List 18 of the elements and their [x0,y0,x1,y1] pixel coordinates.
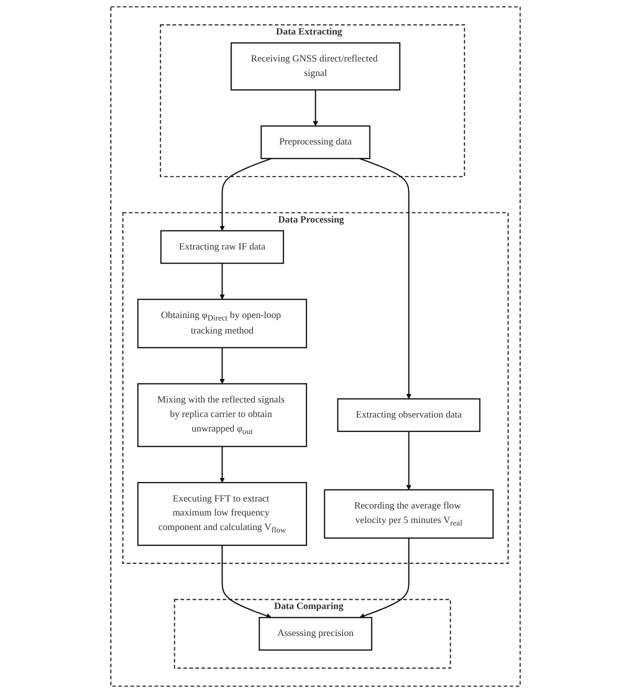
node-box: Executing FFT to extract maximum low frequency component and calculating V$_{flow}$ [136,482,307,546]
node-box: Assessing precision [258,616,372,651]
arrow [312,90,318,126]
node-box: Extracting observation data [336,398,480,432]
arrow [358,538,409,618]
arrow [221,545,272,618]
node-box: Recording the average flow velocity per 5 minutes V$_{real}$ [323,489,494,539]
node-box: Preprocessing data [260,125,370,160]
node-box: Extracting raw IF data [160,230,284,264]
arrow [219,263,224,300]
arrow [219,348,224,384]
node-box: Mixing with the reflected signals by replica carrier to obtain unwrapped φ$_{out}$ [136,383,307,448]
arrow [406,431,411,490]
arrow [219,446,224,483]
arrow [219,158,271,231]
cluster [110,6,520,687]
node-box: Receiving GNSS direct/reflected signal [230,42,400,90]
node-box: Obtaining φ$_{Direct}$ by open-loop tracking method [136,298,307,348]
